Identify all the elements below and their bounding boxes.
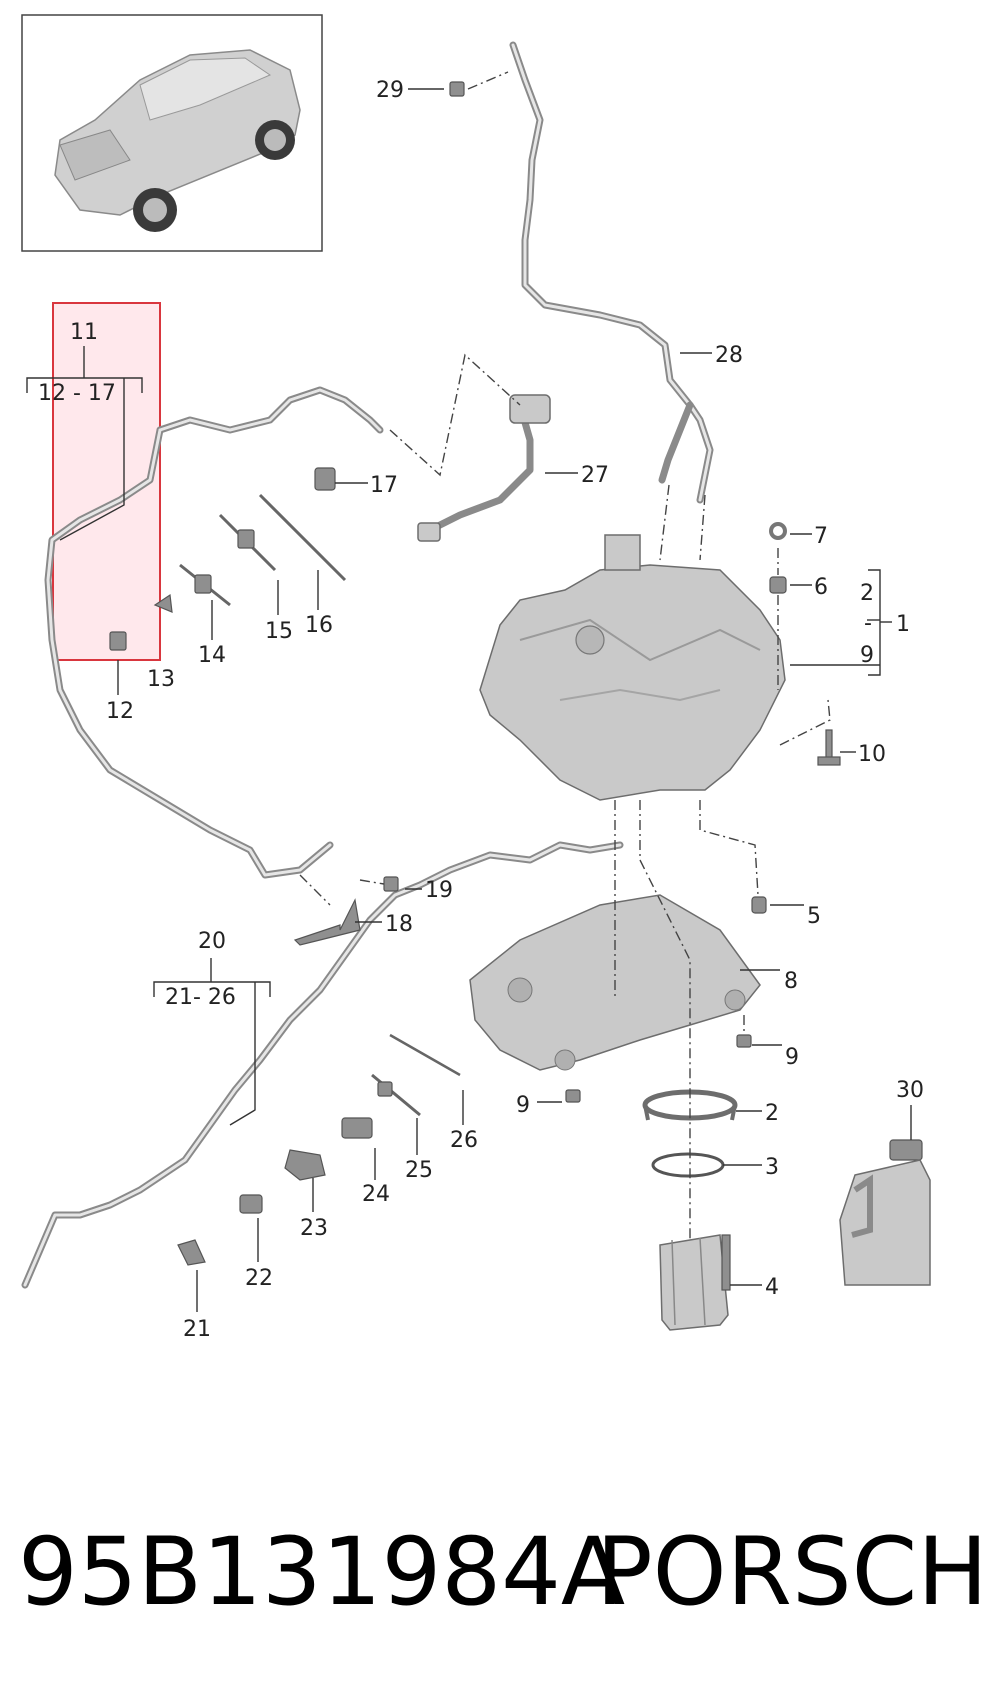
callout-10: 10 [858,742,886,767]
fuel-pump-4 [659,1234,731,1331]
assembly-lines [299,71,831,1240]
fuel-tank-1 [479,534,786,801]
callout-22: 22 [245,1266,273,1291]
group-1-top: 2 [860,581,874,606]
callout-3: 3 [765,1155,779,1180]
callout-6: 6 [814,575,828,600]
callout-24: 24 [362,1182,390,1207]
group-1-bot: 9 [860,643,874,668]
callout-28: 28 [715,343,743,368]
vehicle-thumbnail [21,14,323,252]
callout-12: 12 [106,699,134,724]
callout-25: 25 [405,1158,433,1183]
wiring-harness-11 [44,386,384,879]
group-1-mid: - [864,611,872,636]
callout-14: 14 [198,643,226,668]
callout-7: 7 [814,524,828,549]
wiring-harness-20 [21,841,624,1289]
callout-21: 21 [183,1317,211,1342]
callout-17: 17 [370,473,398,498]
callout-16: 16 [305,613,333,638]
group-11-range: 12 - 17 [38,381,116,406]
brand-name: PORSCHE [596,1518,992,1627]
group-20-range: 21- 26 [165,985,236,1010]
sensor-cable-27 [417,394,551,542]
leader-lines [26,88,912,1312]
callout-29: 29 [376,78,404,103]
callout-19: 19 [425,878,453,903]
callout-20: 20 [198,929,226,954]
small-parts [109,81,841,1266]
callout-30: 30 [896,1078,924,1103]
callout-26: 26 [450,1128,478,1153]
callout-18: 18 [385,912,413,937]
callout-13: 13 [147,667,175,692]
canister-30 [839,1139,931,1286]
callout-23: 23 [300,1216,328,1241]
callout-8: 8 [784,969,798,994]
callout-2: 2 [765,1101,779,1126]
callout-15: 15 [265,619,293,644]
part-number: 95B131984A [18,1518,625,1627]
callout-9b: 9 [785,1045,799,1070]
callout-9a: 9 [516,1093,530,1118]
fuel-line-28 [509,41,714,504]
callout-27: 27 [581,463,609,488]
callout-1: 1 [896,612,910,637]
callout-labels: 29 28 27 17 16 15 14 13 12 11 12 - 17 7 … [38,78,924,1342]
callout-11: 11 [70,320,98,345]
callout-4: 4 [765,1275,779,1300]
callout-5: 5 [807,904,821,929]
seal-ring-3 [651,1152,725,1178]
